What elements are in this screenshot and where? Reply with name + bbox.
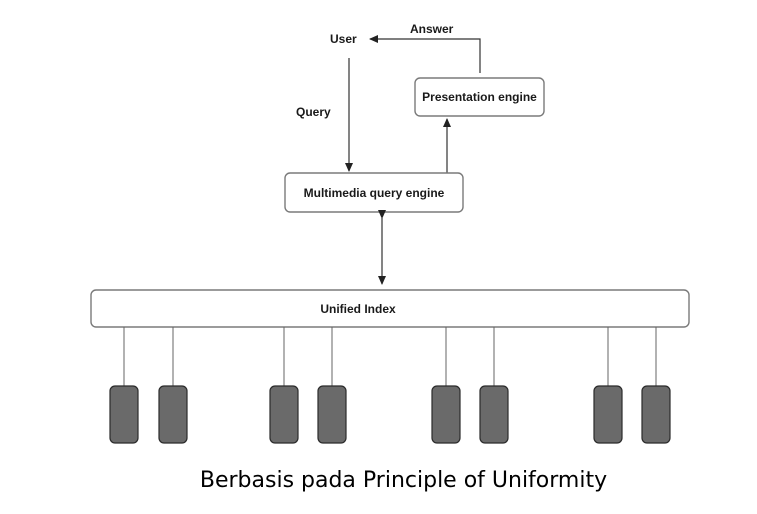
storage-nodes [109, 327, 671, 444]
query-label: Query [296, 105, 331, 119]
caption: Berbasis pada Principle of Uniformity [199, 468, 608, 493]
storage-node [269, 385, 299, 444]
storage-node [431, 385, 461, 444]
storage-node [479, 385, 509, 444]
storage-node [158, 385, 188, 444]
answer-label: Answer [410, 22, 454, 36]
multimedia-query-engine-box [284, 172, 464, 213]
storage-node [109, 385, 139, 444]
user-label: User [330, 32, 357, 46]
unified-index-box [90, 289, 690, 328]
answer-arrow [369, 35, 481, 73]
unified-index-label: Unified Index [320, 302, 396, 316]
presentation-engine-label: Presentation engine [422, 90, 537, 104]
storage-node [317, 385, 347, 444]
presentation-engine-box [414, 77, 545, 117]
storage-node [641, 385, 671, 444]
multimedia-query-engine-label: Multimedia query engine [304, 186, 445, 200]
storage-node [593, 385, 623, 444]
